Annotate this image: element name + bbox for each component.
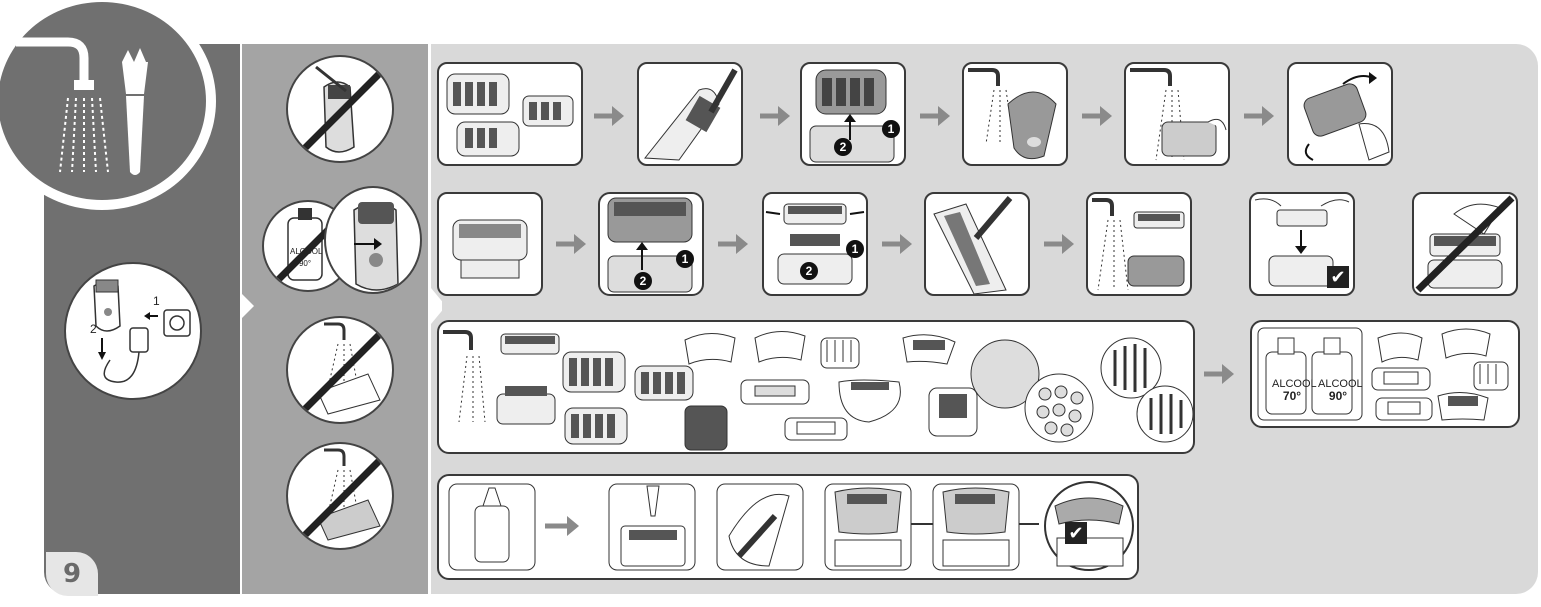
step-epilator-heads (437, 62, 583, 166)
cleaning-header-badge (0, 0, 216, 210)
step-detach-foil: 1 2 (762, 192, 868, 296)
arrow-right-icon (1244, 104, 1274, 128)
arrow-right-icon (354, 234, 384, 254)
step-badge-1: 1 (882, 120, 900, 138)
step-brush-foil (924, 192, 1030, 296)
unplug-device-icon: 1 2 (64, 262, 202, 400)
step-reassemble: ✔ (1249, 192, 1355, 296)
step-badge-2: 2 (800, 262, 818, 280)
cleaning-brush-icon (122, 48, 148, 175)
arrow-right-icon (594, 104, 624, 128)
step-no-press-foil (1412, 192, 1518, 296)
oiling-steps: ✔ (437, 474, 1139, 580)
step-badge-1: 1 (846, 240, 864, 258)
arrow-right-icon (882, 232, 912, 256)
step-rinse-head (1124, 62, 1230, 166)
step-badge-2: 2 (634, 272, 652, 290)
step-badge-2: 2 (834, 138, 852, 156)
washable-attachments (437, 320, 1195, 454)
arrow-right-icon (718, 232, 748, 256)
step-badge-1: 1 (676, 250, 694, 268)
step-brush-cleaning (637, 62, 743, 166)
page-number: 9 (46, 552, 98, 596)
check-icon: ✔ (1065, 522, 1087, 544)
step-shaver-head (437, 192, 543, 296)
arrow-right-icon (1082, 104, 1112, 128)
step-remove-shaver-head: 1 2 (598, 192, 704, 296)
arrow-right-icon (760, 104, 790, 128)
step-shake-dry (1287, 62, 1393, 166)
arrow-right-icon (1204, 362, 1234, 386)
arrow-right-icon (1044, 232, 1074, 256)
check-icon: ✔ (1327, 266, 1349, 288)
step-rinse-foil (1086, 192, 1192, 296)
chevron-divider (240, 44, 254, 594)
step-rinse-device (962, 62, 1068, 166)
no-screwdriver-icon (286, 55, 394, 163)
power-step-2: 2 (90, 322, 97, 336)
no-water-flow-icon (286, 442, 394, 550)
no-hot-water-icon (286, 316, 394, 424)
step-remove-head: 1 2 (800, 62, 906, 166)
power-step-1: 1 (153, 294, 160, 308)
arrow-right-icon (920, 104, 950, 128)
arrow-right-icon (556, 232, 586, 256)
tap-water-icon (16, 42, 84, 82)
